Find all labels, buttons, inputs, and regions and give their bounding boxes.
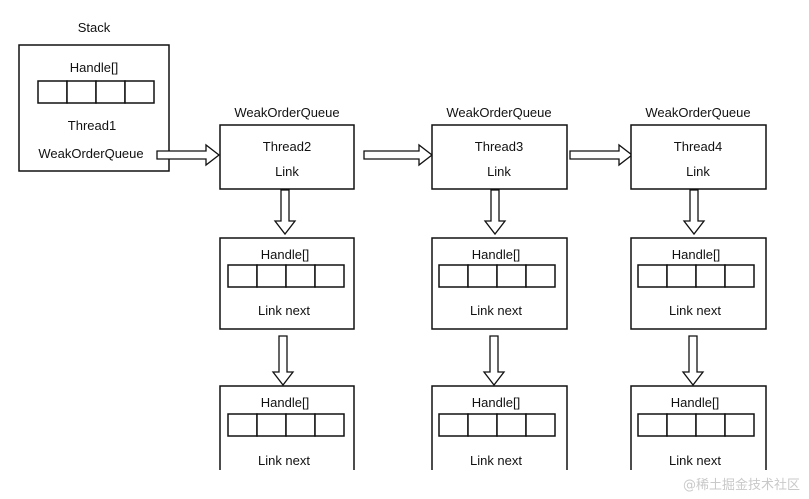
array-cell xyxy=(438,264,469,288)
link-handle-label: Handle[] xyxy=(472,395,520,410)
link-handle-label: Handle[] xyxy=(672,247,720,262)
link-next-label: Link next xyxy=(669,453,721,468)
link-next-label: Link next xyxy=(470,303,522,318)
array-cell xyxy=(637,413,668,437)
stack-handle-array xyxy=(37,80,155,104)
link-handle-array xyxy=(637,413,755,437)
arrow-down xyxy=(273,189,297,236)
link-handle-array xyxy=(227,413,345,437)
stack-queue-label: WeakOrderQueue xyxy=(38,146,143,161)
array-cell xyxy=(666,413,697,437)
array-cell xyxy=(227,413,258,437)
array-cell xyxy=(285,264,316,288)
array-cell xyxy=(314,264,345,288)
link-handle-label: Handle[] xyxy=(261,395,309,410)
queue-title: WeakOrderQueue xyxy=(234,105,339,120)
queue-box xyxy=(431,124,568,190)
array-cell xyxy=(724,264,755,288)
link-next-label: Link next xyxy=(669,303,721,318)
arrow-right xyxy=(569,143,634,167)
arrow-right xyxy=(363,143,434,167)
array-cell xyxy=(256,264,287,288)
stack-thread-label: Thread1 xyxy=(68,118,116,133)
link-next-label: Link next xyxy=(258,453,310,468)
array-cell xyxy=(285,413,316,437)
link-handle-label: Handle[] xyxy=(472,247,520,262)
arrow-right xyxy=(156,143,221,167)
queue-thread-label: Thread4 xyxy=(674,139,722,154)
stack-title: Stack xyxy=(78,20,111,35)
array-cell xyxy=(95,80,126,104)
arrow-down xyxy=(482,335,506,387)
arrow-down xyxy=(681,335,705,387)
queue-link-label: Link xyxy=(487,164,511,179)
link-handle-array xyxy=(637,264,755,288)
array-cell xyxy=(496,264,527,288)
arrow-down xyxy=(483,189,507,236)
stack-handle-label: Handle[] xyxy=(70,60,118,75)
stack-group: Stack Handle[] Thread1 WeakOrderQueue xyxy=(18,20,170,172)
array-cell xyxy=(124,80,155,104)
array-cell xyxy=(724,413,755,437)
array-cell xyxy=(37,80,68,104)
link-handle-array xyxy=(227,264,345,288)
array-cell xyxy=(525,413,556,437)
bottom-crop-band xyxy=(0,470,809,499)
queue-thread-label: Thread3 xyxy=(475,139,523,154)
queue-thread-label: Thread2 xyxy=(263,139,311,154)
link-handle-label: Handle[] xyxy=(261,247,309,262)
queue-link-label: Link xyxy=(686,164,710,179)
array-cell xyxy=(525,264,556,288)
queue-column-2: WeakOrderQueue Thread3 Link Handle[] Lin… xyxy=(431,105,568,487)
array-cell xyxy=(695,413,726,437)
array-cell xyxy=(256,413,287,437)
array-cell xyxy=(438,413,469,437)
array-cell xyxy=(467,413,498,437)
queue-title: WeakOrderQueue xyxy=(645,105,750,120)
array-cell xyxy=(467,264,498,288)
array-cell xyxy=(637,264,668,288)
queue-column-1: WeakOrderQueue Thread2 Link Handle[] Lin… xyxy=(219,105,355,487)
arrow-down xyxy=(271,335,295,387)
array-cell xyxy=(227,264,258,288)
queue-box xyxy=(219,124,355,190)
link-next-label: Link next xyxy=(258,303,310,318)
array-cell xyxy=(66,80,97,104)
queue-column-3: WeakOrderQueue Thread4 Link Handle[] Lin… xyxy=(630,105,767,487)
link-handle-label: Handle[] xyxy=(671,395,719,410)
arrow-down xyxy=(682,189,706,236)
array-cell xyxy=(314,413,345,437)
link-handle-array xyxy=(438,413,556,437)
queue-link-label: Link xyxy=(275,164,299,179)
array-cell xyxy=(695,264,726,288)
queue-box xyxy=(630,124,767,190)
watermark-text: @稀土掘金技术社区 xyxy=(683,477,800,493)
stack-box xyxy=(18,44,170,172)
array-cell xyxy=(496,413,527,437)
queue-title: WeakOrderQueue xyxy=(446,105,551,120)
link-next-label: Link next xyxy=(470,453,522,468)
link-handle-array xyxy=(438,264,556,288)
array-cell xyxy=(666,264,697,288)
